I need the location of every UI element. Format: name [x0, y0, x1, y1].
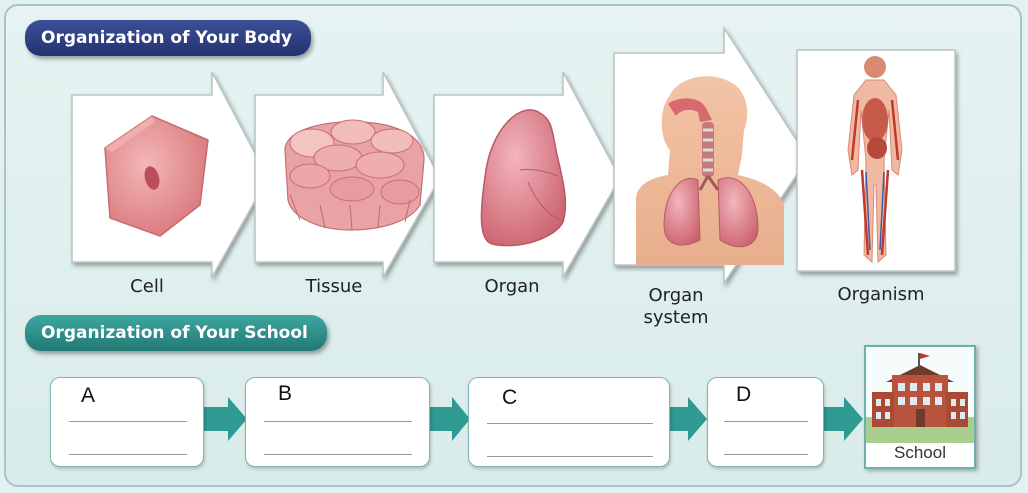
- school-arrow-4: [824, 397, 863, 441]
- organ-system-label-line1: Organ: [648, 285, 704, 306]
- answer-line: [724, 454, 808, 455]
- school-arrow-3: [670, 397, 707, 441]
- school-level-c-letter: C: [502, 386, 518, 409]
- school-label: School: [894, 443, 946, 462]
- answer-line: [487, 423, 653, 424]
- school-level-d[interactable]: D: [707, 377, 824, 467]
- school-level-c[interactable]: C: [468, 377, 670, 467]
- cell-label: Cell: [130, 276, 164, 297]
- organ-system-label-line2: system: [643, 307, 709, 328]
- lung-icon: [480, 109, 567, 247]
- school-organization-header: Organization of Your School: [25, 315, 327, 351]
- school-level-d-letter: D: [736, 383, 752, 406]
- organ-label: Organ: [484, 276, 540, 297]
- organism-label: Organism: [837, 284, 925, 305]
- school-card: School: [864, 345, 976, 469]
- answer-line: [264, 421, 412, 422]
- human-body-icon: [847, 56, 903, 264]
- answer-line: [69, 421, 187, 422]
- answer-line: [69, 454, 187, 455]
- cell-icon: [104, 115, 209, 237]
- body-organization-header: Organization of Your Body: [25, 20, 311, 56]
- school-arrow-2: [430, 397, 470, 441]
- respiratory-system-icon: [636, 76, 784, 265]
- tissue-icon: [284, 119, 425, 231]
- school-building-icon: [866, 347, 974, 443]
- tissue-label: Tissue: [305, 276, 363, 297]
- school-level-b-letter: B: [278, 382, 293, 405]
- answer-line: [724, 421, 808, 422]
- school-arrow-1: [204, 397, 247, 441]
- school-level-a-letter: A: [81, 384, 96, 407]
- organ-system-label: Organ system: [636, 285, 716, 329]
- school-level-a[interactable]: A: [50, 377, 204, 467]
- school-level-b[interactable]: B: [245, 377, 430, 467]
- answer-line: [487, 456, 653, 457]
- answer-line: [264, 454, 412, 455]
